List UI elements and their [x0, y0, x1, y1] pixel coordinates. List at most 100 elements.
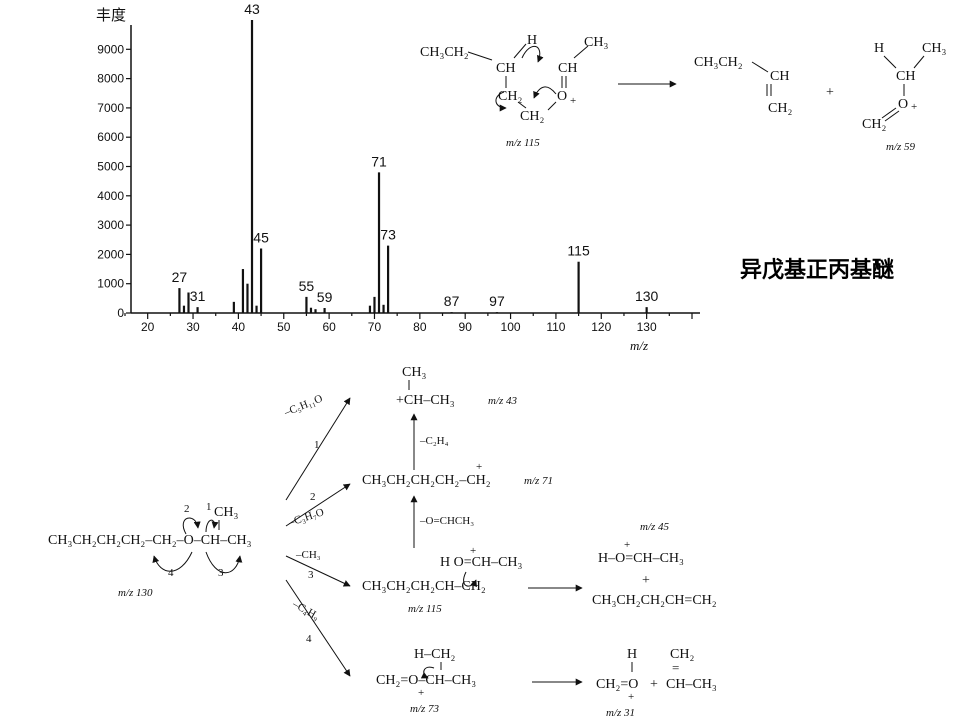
ion31-ch2: CH₂	[670, 647, 694, 662]
x-tick-label: 40	[232, 320, 246, 334]
product2-ch2: CH₂	[862, 117, 886, 132]
ion115-mz: m/z 115	[408, 603, 442, 615]
arrow-number-1-top: 1	[206, 501, 212, 513]
bond	[883, 55, 897, 69]
bond	[913, 55, 925, 69]
y-tick-label: 2000	[97, 247, 124, 261]
bond	[547, 101, 557, 111]
reactant-ch3: CH₃	[584, 35, 608, 50]
peak-label-87: 87	[444, 293, 460, 309]
path2-number: 2	[310, 491, 316, 503]
bond	[751, 61, 769, 73]
y-tick-label: 9000	[97, 42, 124, 56]
x-tick-label: 100	[501, 320, 521, 334]
reactant-ch: CH	[496, 61, 515, 76]
reactant-ch2-b: CH₂	[520, 109, 544, 124]
path3-number: 3	[308, 569, 314, 581]
electron-arrow	[182, 517, 201, 535]
electron-arrow	[521, 46, 544, 63]
fragmentation-scheme: CH₃ CH₃CH₂CH₂CH₂–CH₂–O–CH–CH₃ 2 1 4 3 m/…	[48, 365, 717, 719]
ion31-alkene: CH–CH₃	[666, 677, 717, 692]
peak-label-59: 59	[317, 289, 333, 305]
reactant-ethyl: CH₃CH₂	[420, 45, 469, 60]
peak-label-71: 71	[371, 153, 387, 169]
x-tick-label: 50	[277, 320, 291, 334]
y-tick-label: 0	[117, 306, 124, 320]
spectrum-peaks	[178, 20, 648, 313]
peak-label-55: 55	[299, 278, 315, 294]
reactant-oxygen: O	[557, 89, 567, 104]
path2-loss: –C₃H₇O	[286, 506, 325, 529]
double-bond	[884, 110, 900, 122]
electron-arrow	[463, 571, 477, 588]
y-tick-label: 5000	[97, 160, 124, 174]
path4-number: 4	[306, 633, 312, 645]
ion31-charge: +	[628, 691, 634, 703]
bond	[467, 51, 493, 61]
peak-label-97: 97	[489, 293, 505, 309]
x-tick-label: 20	[141, 320, 155, 334]
path1-arrow	[285, 397, 351, 501]
ion73-mz: m/z 73	[410, 703, 440, 715]
y-tick-label: 1000	[97, 277, 124, 291]
path2-arrow	[285, 483, 351, 527]
bond	[517, 101, 527, 109]
x-axis-title: m/z	[630, 338, 648, 353]
peak-label-45: 45	[253, 230, 269, 246]
electron-arrow	[205, 551, 243, 574]
ion115-top: H O=CH–CH₃	[440, 555, 523, 570]
peak-label-43: 43	[244, 1, 260, 17]
peak-label-27: 27	[172, 269, 188, 285]
product2-h: H	[874, 41, 884, 56]
ion43-structure: +CH–CH₃	[396, 393, 455, 408]
bond	[513, 43, 527, 59]
double-bond	[881, 107, 897, 119]
reactant-h: H	[527, 33, 537, 48]
electron-arrow	[495, 91, 507, 112]
peak-label-31: 31	[190, 288, 206, 304]
path1-loss: –C₅H₁₁O	[282, 393, 325, 420]
parent-molecule: CH₃CH₂CH₂CH₂–CH₂–O–CH–CH₃	[48, 533, 252, 548]
y-tick-label: 6000	[97, 130, 124, 144]
ion73-top: H–CH₂	[414, 647, 456, 662]
peak-label-115: 115	[567, 243, 590, 259]
x-tick-label: 90	[459, 320, 473, 334]
path3-arrow	[285, 555, 351, 587]
product2-charge: +	[911, 101, 917, 113]
arrow-number-3-bottom: 3	[218, 567, 224, 579]
ion71-plus: +	[476, 461, 482, 473]
ion45-alkene: CH₃CH₂CH₂CH=CH₂	[592, 593, 717, 608]
product2-mz: m/z 59	[886, 141, 916, 153]
product2-ch: CH	[896, 69, 915, 84]
x-tick-label: 70	[368, 320, 382, 334]
ion45-mz: m/z 45	[640, 521, 670, 533]
loss-c2h4: –C₂H₄	[419, 435, 449, 447]
ion73-structure: CH₂=O–CH–CH₃	[376, 673, 476, 688]
x-tick-label: 120	[591, 320, 611, 334]
electron-arrow	[420, 666, 435, 679]
path4-arrow	[285, 579, 351, 677]
product1-ch: CH	[770, 69, 789, 84]
arrow-number-4-bottom: 4	[168, 567, 174, 579]
y-tick-label: 7000	[97, 101, 124, 115]
peak-label-130: 130	[635, 288, 659, 304]
x-tick-label: 130	[637, 320, 657, 334]
ion31-structure: CH₂=O	[596, 677, 638, 692]
electron-arrow	[205, 519, 219, 533]
ion71-mz: m/z 71	[524, 475, 553, 487]
peak-label-73: 73	[380, 227, 396, 243]
electron-arrow	[533, 86, 557, 99]
ion115-structure: CH₃CH₂CH₂CH–CH₂	[362, 579, 486, 594]
path1-number: 1	[314, 439, 320, 451]
path3-loss: –CH₃	[295, 549, 321, 561]
ion115-plus: +	[470, 545, 476, 557]
ion31-h: H	[627, 647, 637, 662]
electron-arrow	[152, 551, 193, 572]
y-tick-label: 3000	[97, 218, 124, 232]
product2-oxygen: O	[898, 97, 908, 112]
ion31-plus-sign: +	[650, 677, 658, 692]
ion43-ch3: CH₃	[402, 365, 426, 380]
reactant-ch2-a: CH₂	[498, 89, 522, 104]
parent-ch3: CH₃	[214, 505, 238, 520]
